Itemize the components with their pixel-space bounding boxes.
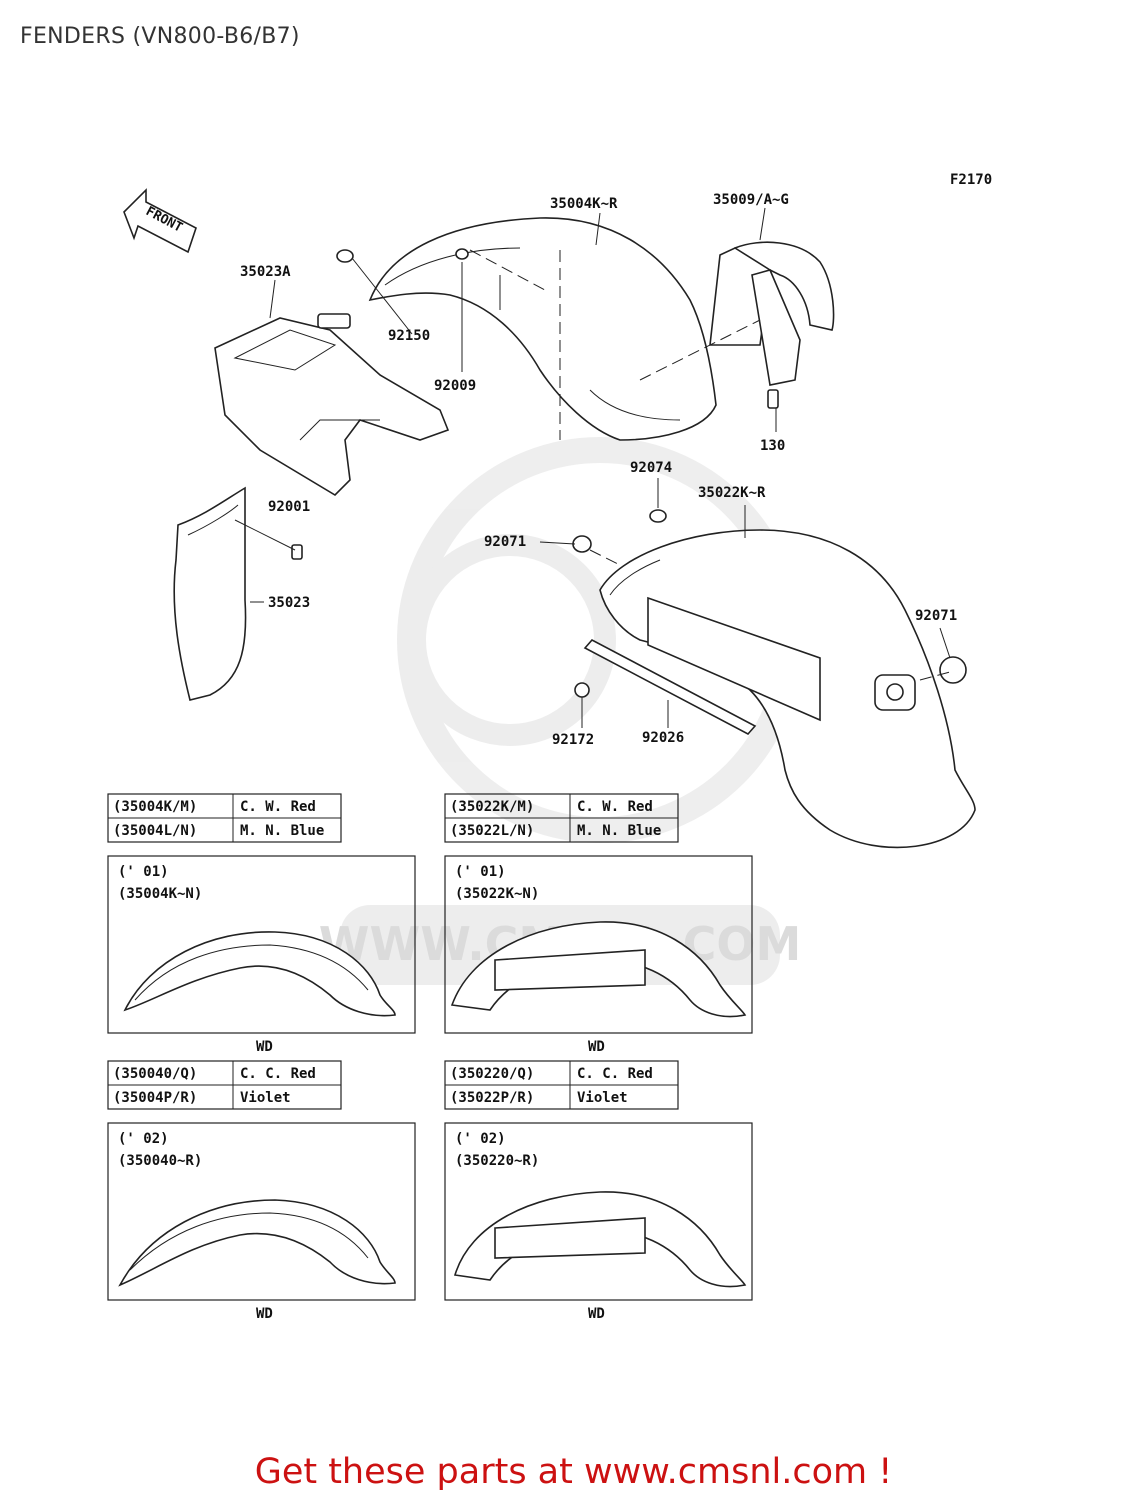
footer-link[interactable]: Get these parts at www.cmsnl.com ! xyxy=(254,1452,893,1492)
callout-92071-right: 92071 xyxy=(915,608,957,624)
belt-guard xyxy=(709,241,835,386)
callout-92074: 92074 xyxy=(630,460,672,476)
svg-text:(35022P/R): (35022P/R) xyxy=(450,1090,534,1106)
callout-92071-left: 92071 xyxy=(484,534,526,550)
svg-text:(35004L/N): (35004L/N) xyxy=(113,823,197,839)
color-table-rear-02: (350220/Q) C. C. Red (35022P/R) Violet xyxy=(444,1060,679,1110)
callout-92172: 92172 xyxy=(552,732,594,748)
callout-labels: 35004K~R 35009/A~G 35023A 92150 92009 13… xyxy=(240,192,957,748)
svg-text:(' 02): (' 02) xyxy=(118,1131,169,1147)
color-table-front-02: (350040/Q) C. C. Red (35004P/R) Violet xyxy=(107,1060,342,1110)
callout-35004: 35004K~R xyxy=(550,196,618,212)
svg-text:(35004K~N): (35004K~N) xyxy=(118,886,202,902)
variant-box-front-01: (' 01) (35004K~N) WD xyxy=(107,855,416,1055)
parts-diagram: WWW.CMSNL.COM F2170 FRONT xyxy=(107,172,992,1322)
svg-text:C. C. Red: C. C. Red xyxy=(240,1066,316,1082)
variant-box-rear-02: (' 02) (350220~R) WD xyxy=(444,1122,753,1322)
mud-flap xyxy=(173,486,247,701)
callout-35023a: 35023A xyxy=(240,264,291,280)
svg-text:(350040~R): (350040~R) xyxy=(118,1153,202,1169)
svg-text:WD: WD xyxy=(256,1039,273,1055)
svg-text:(35022K~N): (35022K~N) xyxy=(455,886,539,902)
svg-text:M. N. Blue: M. N. Blue xyxy=(577,823,661,839)
front-fender xyxy=(368,217,717,441)
svg-text:(35022K/M): (35022K/M) xyxy=(450,799,534,815)
color-table-rear-01: (35022K/M) C. W. Red (35022L/N) M. N. Bl… xyxy=(444,793,679,843)
variant-box-front-02: (' 02) (350040~R) WD xyxy=(107,1122,416,1322)
callout-92150: 92150 xyxy=(388,328,430,344)
variant-box-rear-01: (' 01) (35022K~N) WD xyxy=(444,855,753,1055)
callout-35009: 35009/A~G xyxy=(713,192,789,208)
svg-text:(350220/Q): (350220/Q) xyxy=(450,1066,534,1082)
svg-text:(35022L/N): (35022L/N) xyxy=(450,823,534,839)
svg-text:WD: WD xyxy=(256,1306,273,1322)
battery-tray xyxy=(214,313,450,497)
svg-text:(' 01): (' 01) xyxy=(455,864,506,880)
callout-92001: 92001 xyxy=(268,499,310,515)
svg-text:M. N. Blue: M. N. Blue xyxy=(240,823,324,839)
svg-text:(35004P/R): (35004P/R) xyxy=(113,1090,197,1106)
svg-text:WD: WD xyxy=(588,1306,605,1322)
bracket-strap xyxy=(583,638,757,736)
callout-92026: 92026 xyxy=(642,730,684,746)
svg-text:WD: WD xyxy=(588,1039,605,1055)
svg-text:Violet: Violet xyxy=(240,1090,291,1106)
cms-watermark: WWW.CMSNL.COM xyxy=(319,437,803,985)
figure-code: F2170 xyxy=(950,172,992,188)
svg-text:Violet: Violet xyxy=(577,1090,628,1106)
svg-text:(' 02): (' 02) xyxy=(455,1131,506,1147)
callout-130: 130 xyxy=(760,438,785,454)
leader-lines xyxy=(234,207,951,728)
svg-text:C. C. Red: C. C. Red xyxy=(577,1066,653,1082)
front-arrow-icon: FRONT xyxy=(123,188,197,254)
svg-text:(350040/Q): (350040/Q) xyxy=(113,1066,197,1082)
callout-35023: 35023 xyxy=(268,595,310,611)
rear-fender xyxy=(599,529,976,849)
svg-text:(35004K/M): (35004K/M) xyxy=(113,799,197,815)
svg-text:(350220~R): (350220~R) xyxy=(455,1153,539,1169)
svg-text:C. W. Red: C. W. Red xyxy=(240,799,316,815)
callout-35022: 35022K~R xyxy=(698,485,766,501)
callout-92009: 92009 xyxy=(434,378,476,394)
page-title: FENDERS (VN800-B6/B7) xyxy=(20,24,300,49)
color-table-front-01: (35004K/M) C. W. Red (35004L/N) M. N. Bl… xyxy=(107,793,342,843)
svg-text:C. W. Red: C. W. Red xyxy=(577,799,653,815)
svg-text:(' 01): (' 01) xyxy=(118,864,169,880)
hardware-items xyxy=(291,248,967,698)
